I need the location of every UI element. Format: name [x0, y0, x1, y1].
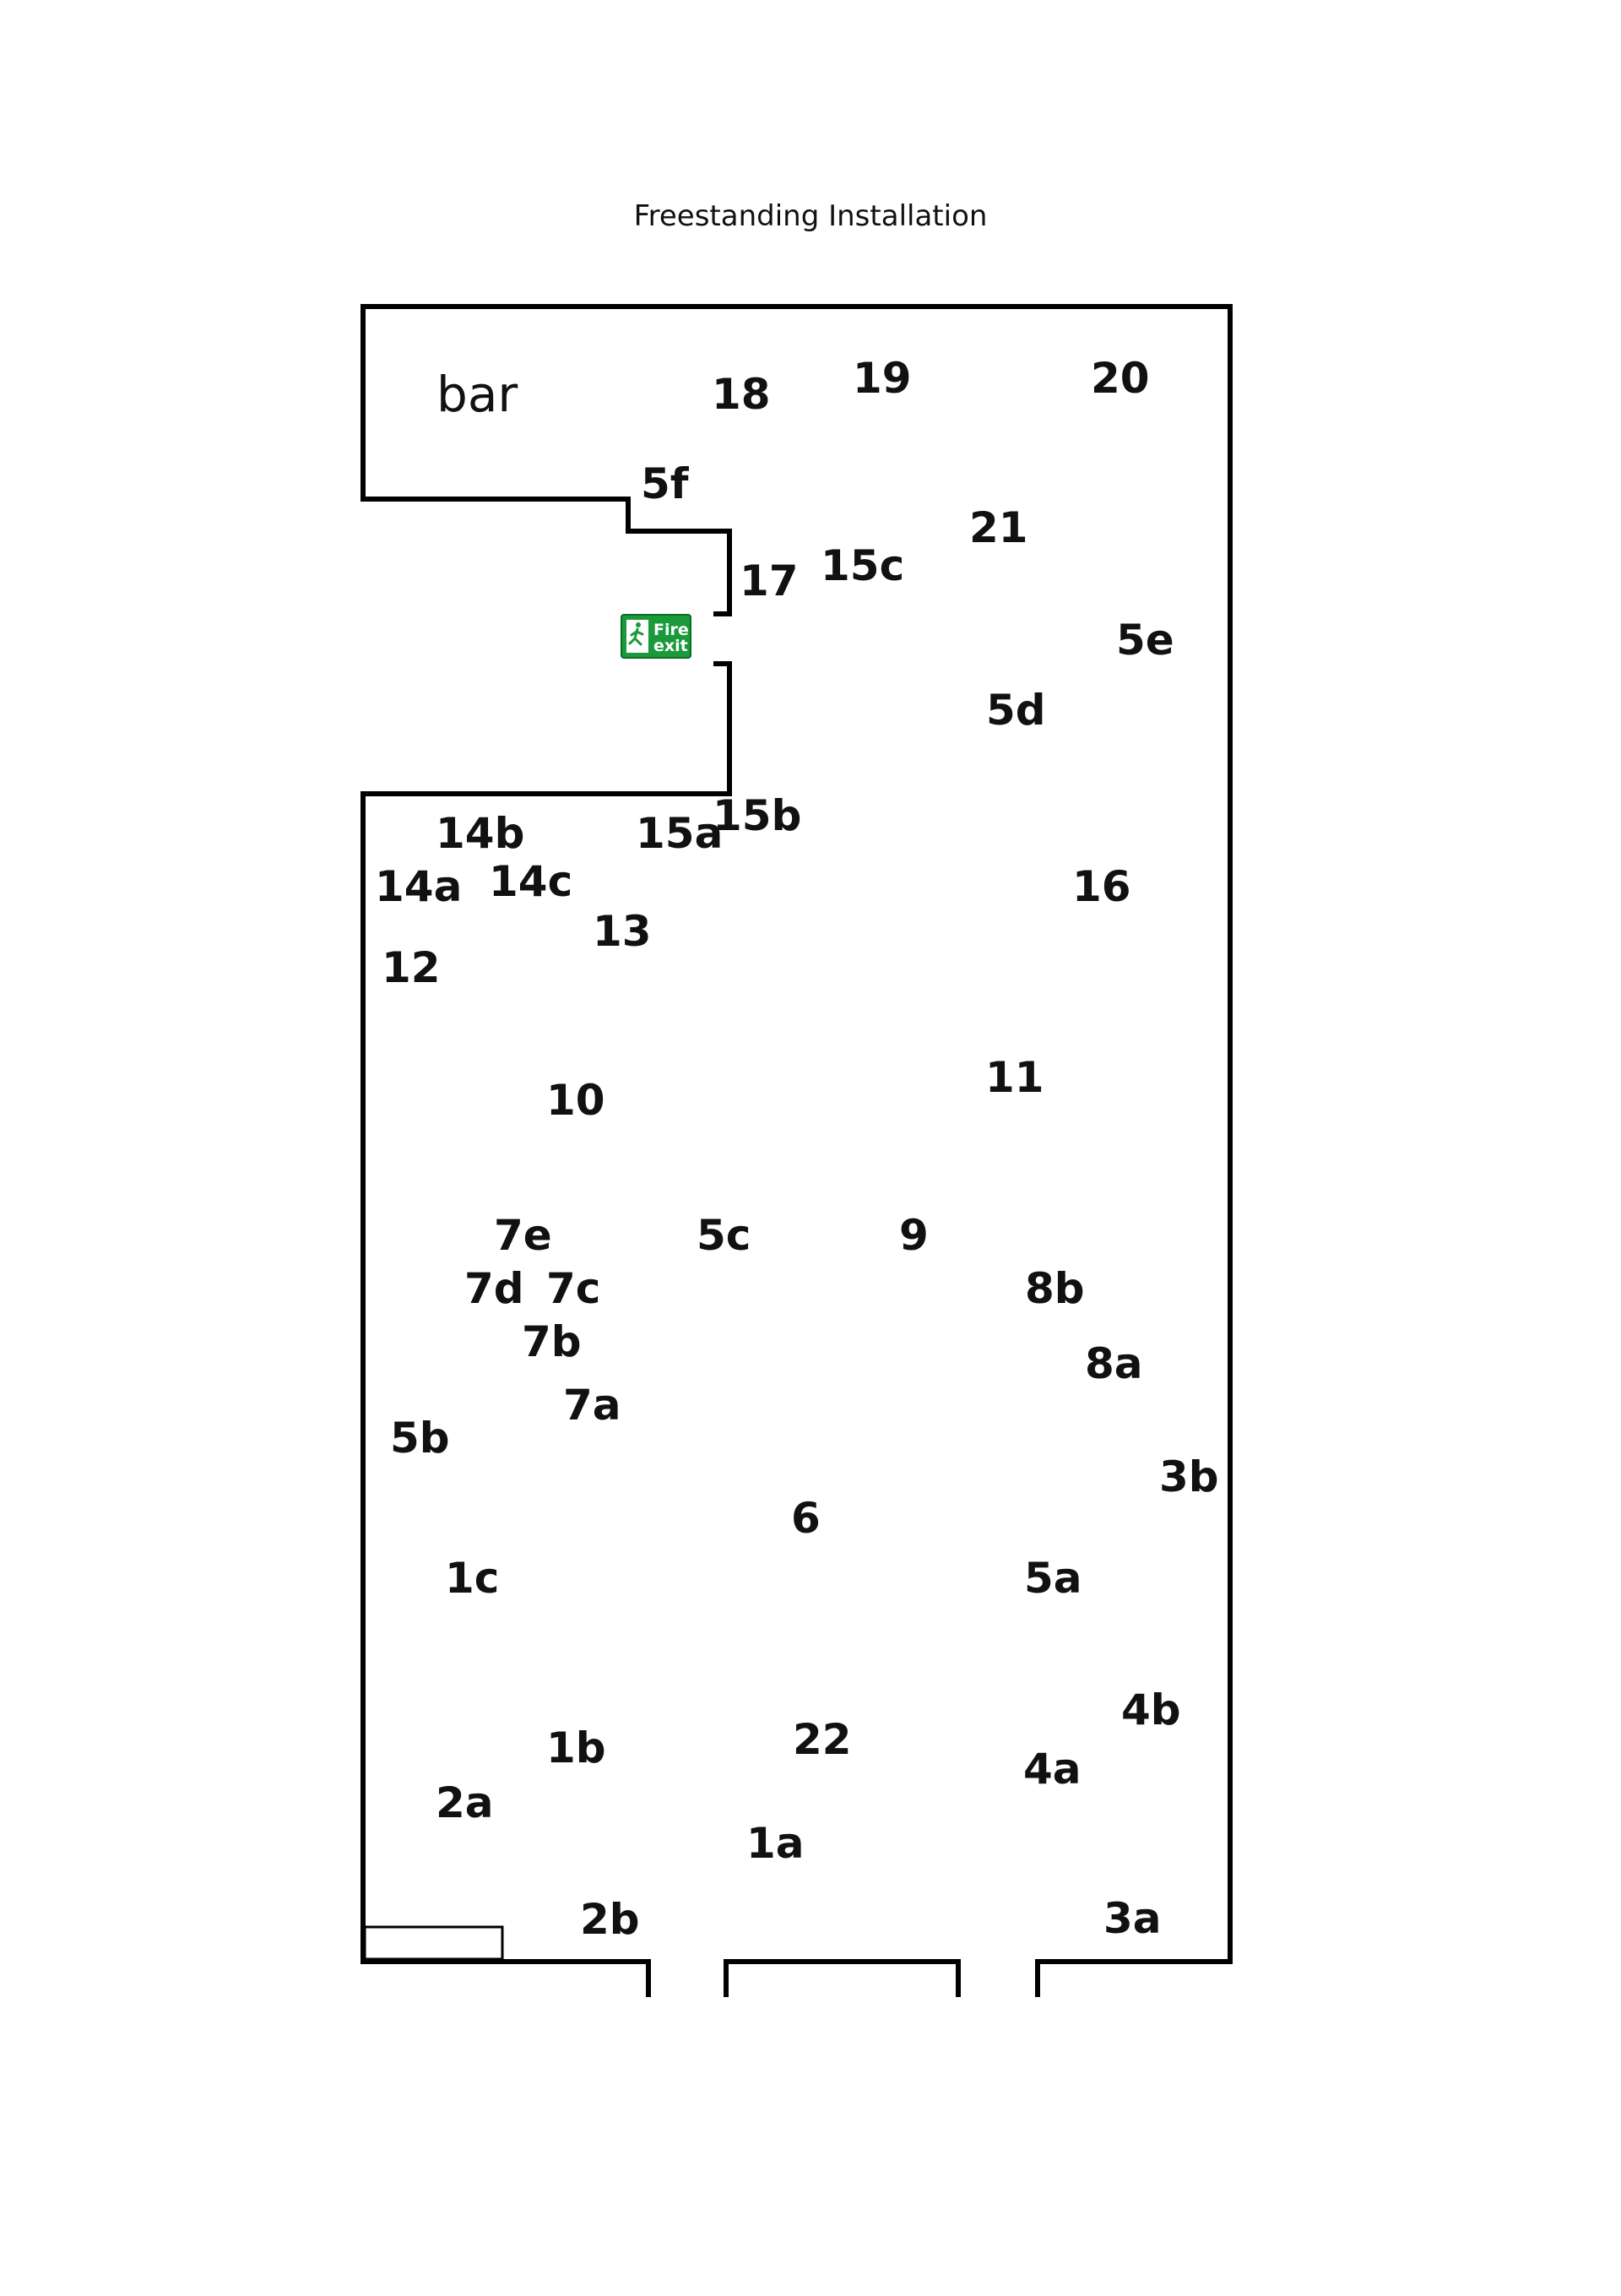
position-10: 10 [546, 1076, 605, 1125]
position-9: 9 [899, 1211, 929, 1260]
position-7d: 7d [464, 1264, 524, 1313]
position-2a: 2a [436, 1778, 494, 1827]
position-15c: 15c [821, 541, 904, 590]
position-18: 18 [712, 370, 771, 419]
position-14c: 14c [489, 857, 572, 906]
position-5b: 5b [390, 1414, 450, 1463]
position-5c: 5c [697, 1211, 751, 1260]
position-21: 21 [969, 503, 1028, 552]
page-title: Freestanding Installation [633, 199, 988, 233]
position-14a: 14a [375, 862, 462, 911]
position-4a: 4a [1023, 1745, 1082, 1794]
position-19: 19 [853, 354, 912, 403]
position-6: 6 [791, 1494, 821, 1543]
position-5e: 5e [1116, 616, 1174, 665]
position-14b: 14b [436, 809, 524, 858]
position-1c: 1c [445, 1554, 499, 1603]
position-12: 12 [382, 943, 441, 992]
position-1a: 1a [746, 1819, 805, 1868]
position-3a: 3a [1103, 1894, 1162, 1943]
entrance-wall-middle [724, 1959, 961, 1997]
position-8b: 8b [1025, 1264, 1085, 1313]
position-15b: 15b [713, 791, 801, 840]
position-7b: 7b [522, 1317, 582, 1366]
position-5d: 5d [986, 686, 1046, 735]
position-5f: 5f [641, 459, 690, 508]
position-17: 17 [740, 556, 799, 605]
wall-outline [361, 304, 1233, 1964]
position-11: 11 [985, 1053, 1044, 1102]
running-man-icon [628, 622, 644, 646]
position-7e: 7e [494, 1211, 552, 1260]
position-8a: 8a [1085, 1339, 1143, 1388]
position-13: 13 [593, 907, 652, 956]
position-20: 20 [1091, 354, 1150, 403]
corner-counter [363, 1925, 504, 1961]
position-1b: 1b [546, 1723, 606, 1772]
position-5a: 5a [1024, 1554, 1082, 1603]
position-16: 16 [1072, 862, 1131, 911]
position-3b: 3b [1159, 1452, 1219, 1501]
position-15a: 15a [636, 809, 723, 858]
room-label-bar: bar [436, 366, 518, 423]
fire-exit-sign: Fire exit [621, 614, 691, 659]
position-22: 22 [793, 1715, 852, 1764]
fire-exit-text-line2: exit [653, 637, 688, 655]
position-2b: 2b [580, 1895, 640, 1944]
position-4b: 4b [1121, 1685, 1181, 1734]
fire-exit-text-line1: Fire [653, 621, 689, 639]
position-7a: 7a [563, 1381, 621, 1430]
position-7c: 7c [546, 1264, 600, 1313]
